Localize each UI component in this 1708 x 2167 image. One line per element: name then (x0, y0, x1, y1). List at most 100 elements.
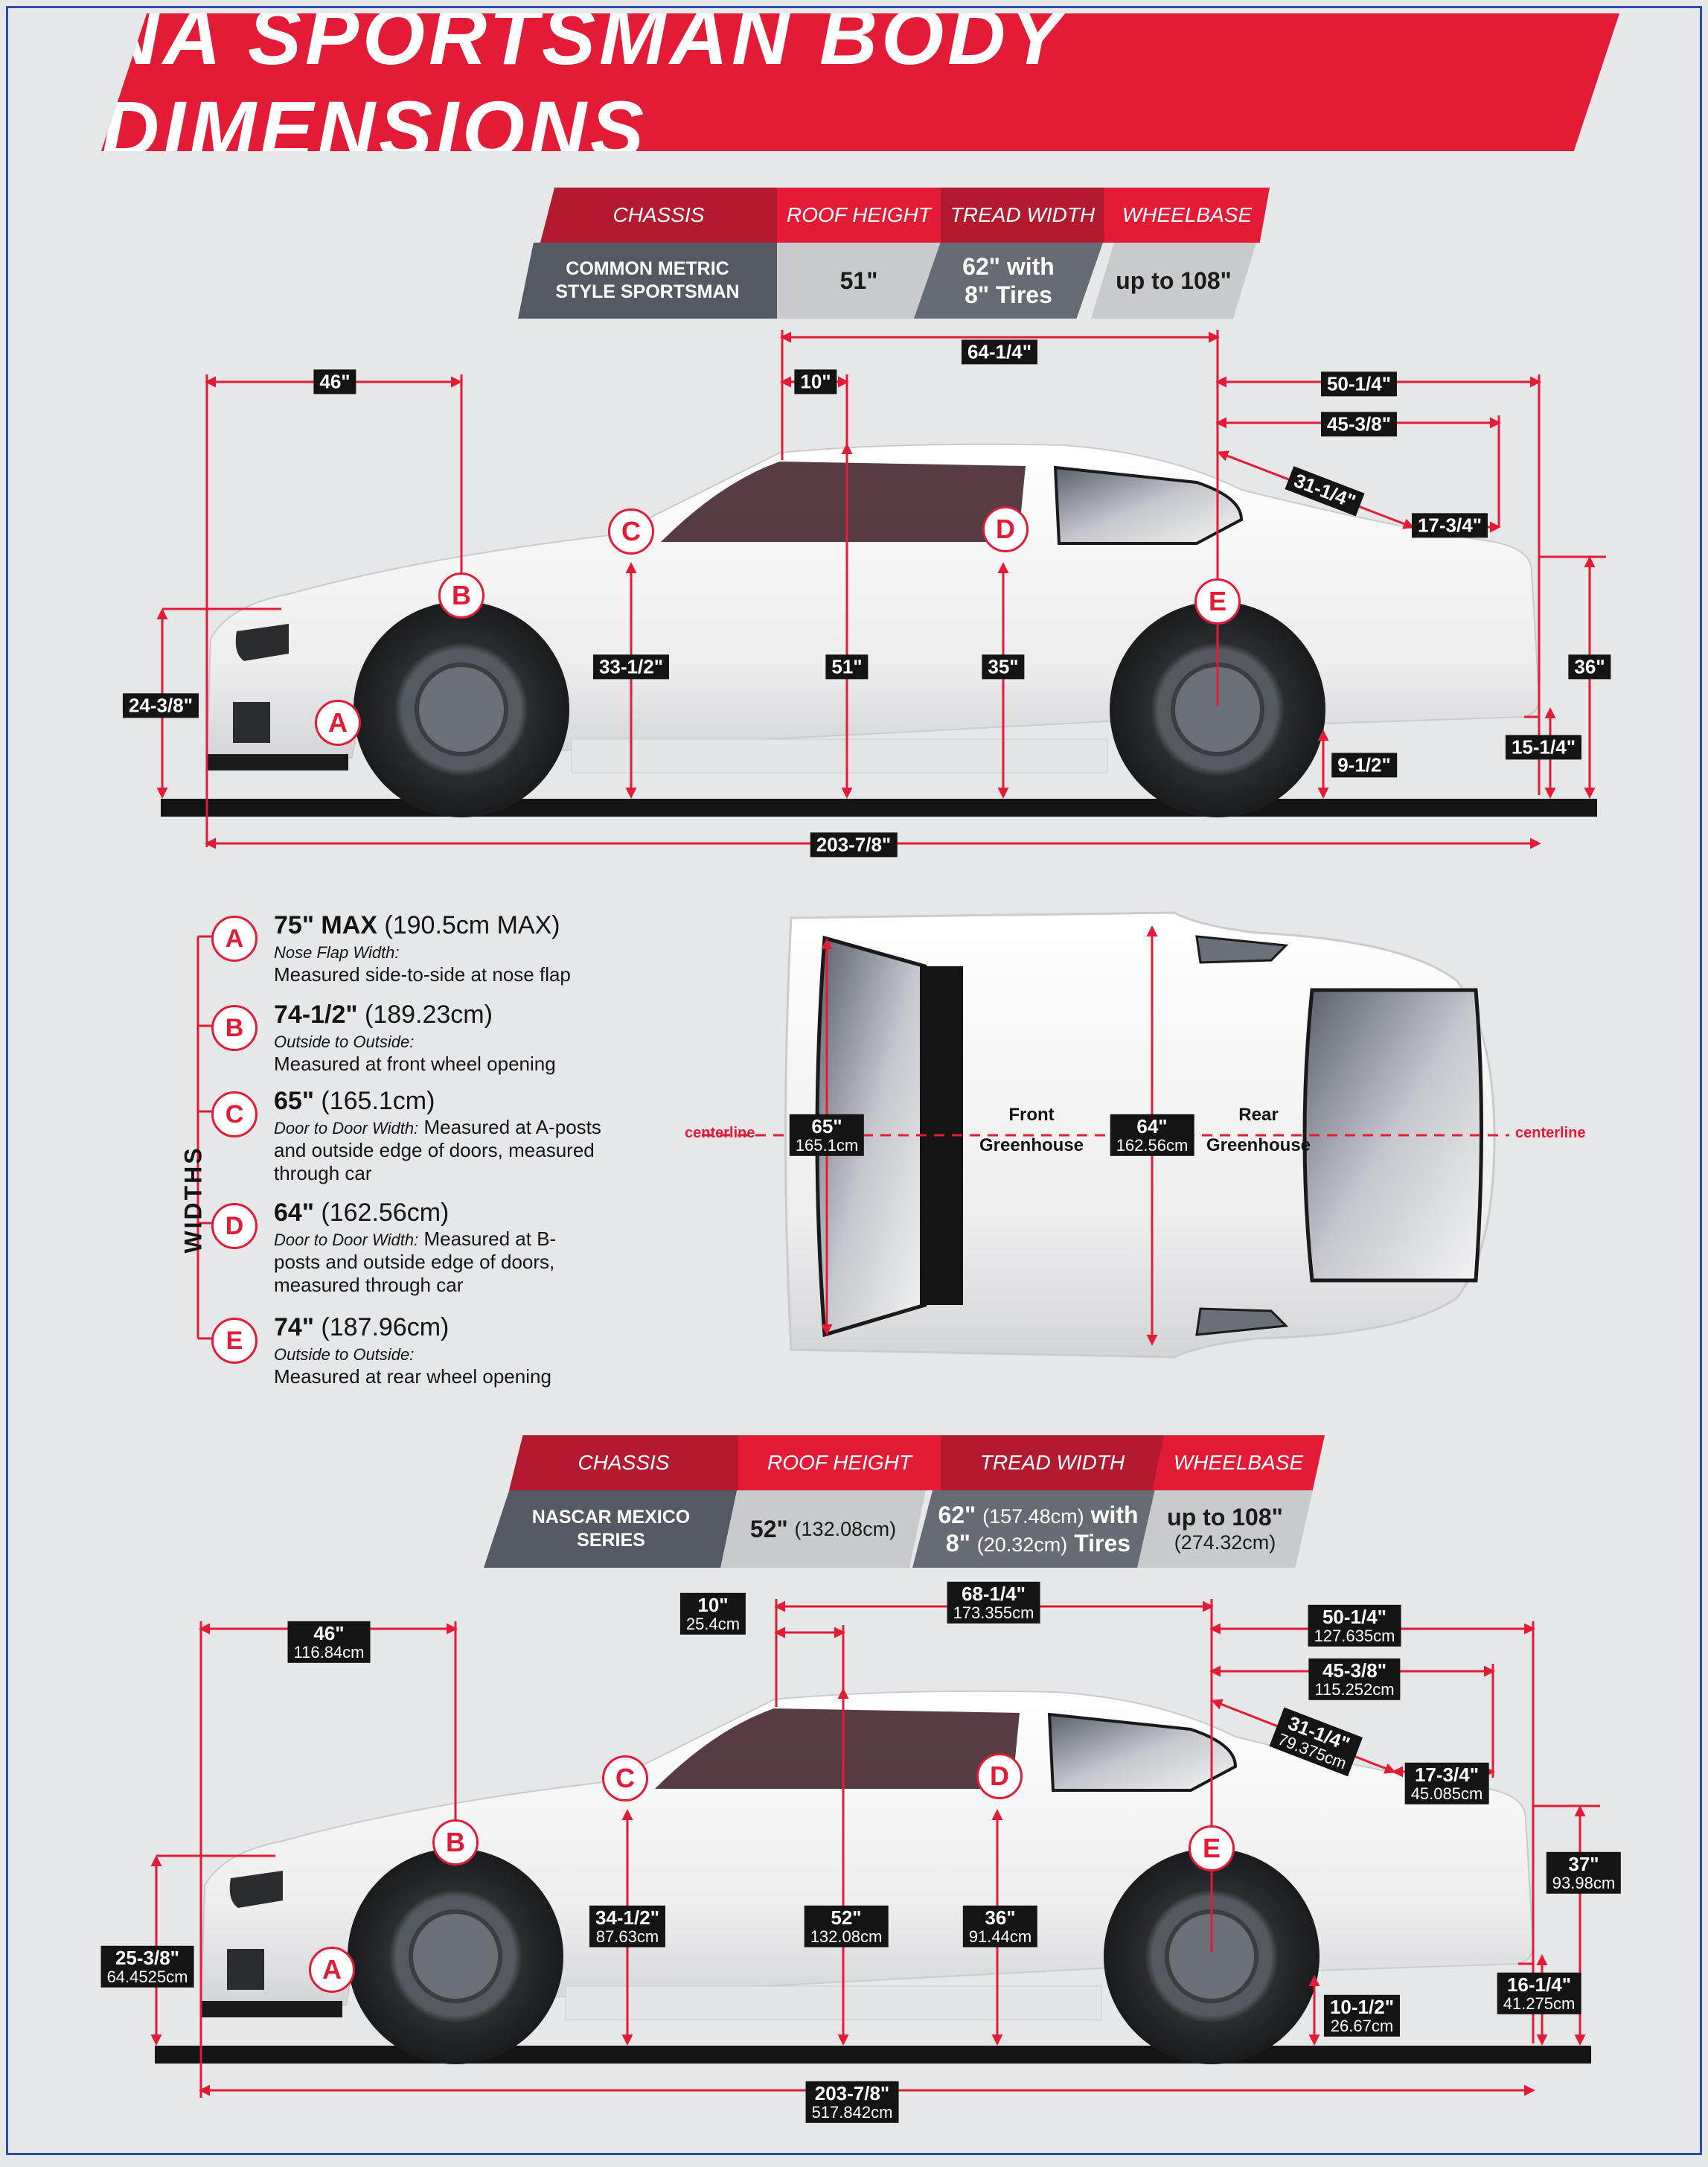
centerline-label-right: centerline (1515, 1125, 1586, 1141)
top-vent-lower (1195, 1307, 1289, 1336)
dim2-17-cm: 45.085cm (1410, 1784, 1483, 1804)
headlight-1 (235, 624, 289, 661)
widths-bracket (196, 935, 213, 1340)
nose-flap-2 (201, 2001, 342, 2017)
dim2-52-in: 52" (831, 1906, 862, 1929)
grille-1 (233, 702, 270, 743)
dim-35: 35" (982, 654, 1025, 680)
ground-line-1 (161, 799, 1597, 817)
page: NA SPORTSMAN BODY DIMENSIONS CHASSIS ROO… (6, 6, 1702, 2155)
roof-height-inch-2: 52" (749, 1515, 788, 1542)
width-main-e: 74" (274, 1313, 314, 1341)
roof-height-value: 51" (777, 243, 941, 319)
header-wheelbase: WHEELBASE (1104, 188, 1270, 243)
dim2-46-cm: 116.84cm (293, 1643, 365, 1662)
tread-a: 62" (938, 1501, 976, 1528)
dim-64-top: 64"162.56cm (1110, 1114, 1194, 1157)
dim2-45-in: 45-3/8" (1322, 1659, 1387, 1682)
dim2-37: 37"93.98cm (1546, 1851, 1622, 1895)
dim-36: 36" (1568, 654, 1611, 680)
chassis-text-2: NASCAR MEXICO SERIES (531, 1506, 691, 1551)
width-badge-b: B (211, 1005, 258, 1051)
badge-e-1: E (1194, 578, 1241, 625)
width-metric-a: (190.5cm MAX) (384, 911, 560, 939)
width-label-e: Outside to Outside: (274, 1345, 415, 1364)
side-view-2 (150, 1599, 1600, 2098)
width-main-a: 75" MAX (274, 911, 377, 939)
front-label-a: Front (1008, 1105, 1055, 1125)
headlight-2 (229, 1871, 283, 1908)
grille-2 (227, 1949, 264, 1990)
front-label-b: Greenhouse (979, 1134, 1084, 1155)
ground-line-2 (155, 2046, 1591, 2064)
dim-50-1-4: 50-1/4" (1320, 371, 1398, 397)
dim-46: 46" (313, 369, 356, 395)
dim-17-3-4: 17-3/4" (1411, 513, 1488, 538)
dim-24-3-8: 24-3/8" (122, 693, 199, 718)
rear-label-a: Rear (1238, 1105, 1279, 1125)
badge-a-1: A (315, 700, 361, 746)
header-roof-height-2: ROOF HEIGHT (738, 1435, 941, 1490)
tread-width-value: 62" with 8" Tires (914, 243, 1103, 319)
width-desc-e: Measured at rear wheel opening (274, 1365, 551, 1388)
side-window-1 (661, 462, 1026, 542)
dim2-17: 17-3/4"45.085cm (1404, 1762, 1489, 1805)
side-skirt-1 (571, 738, 1108, 773)
badge-a-2: A (309, 1947, 355, 1993)
width-badge-a: A (211, 916, 258, 962)
badge-c-1: C (608, 508, 654, 555)
width-badge-c: C (211, 1091, 258, 1137)
dim2-25-cm: 64.4525cm (106, 1967, 188, 1987)
rear-window (1302, 988, 1483, 1283)
badge-b-1: B (438, 572, 484, 619)
front-hub-2 (409, 1909, 502, 2003)
dim2-50: 50-1/4"127.635cm (1308, 1604, 1401, 1647)
dim2-46-in: 46" (313, 1621, 345, 1644)
dim2-16-cm: 41.275cm (1503, 1994, 1576, 2014)
tread-c-cm: (20.32cm) (976, 1534, 1068, 1556)
side-window-2 (655, 1708, 1020, 1789)
tread-c: 8" (945, 1530, 970, 1557)
width-text-a: 75" MAX (190.5cm MAX) Nose Flap Width:Me… (274, 911, 661, 986)
dim2-203-cm: 517.842cm (811, 2103, 893, 2122)
dim2-25: 25-3/8"64.4525cm (100, 1945, 194, 1988)
dim2-36-cm: 91.44cm (968, 1927, 1032, 1947)
dim2-68-cm: 173.355cm (953, 1603, 1034, 1623)
dim-203-7-8: 203-7/8" (810, 832, 898, 858)
dim-51: 51" (825, 654, 869, 680)
dim2-50-in: 50-1/4" (1322, 1605, 1387, 1628)
badge-e-2: E (1189, 1825, 1235, 1871)
dim2-45: 45-3/8"115.252cm (1308, 1658, 1401, 1701)
dim2-37-in: 37" (1568, 1852, 1599, 1875)
dim2-50-cm: 127.635cm (1314, 1627, 1395, 1646)
width-metric-b: (189.23cm) (364, 1000, 493, 1029)
badge-d-1: D (982, 506, 1029, 552)
width-main-c: 65" (274, 1087, 314, 1115)
wheelbase-value-2: up to 108" (274.32cm) (1137, 1490, 1313, 1568)
width-text-d: 64" (162.56cm) Door to Door Width: Measu… (274, 1199, 661, 1298)
dim2-10: 10"25.4cm (679, 1592, 746, 1635)
dim-64-in: 64" (1136, 1114, 1168, 1137)
rear-label-b: Greenhouse (1206, 1134, 1311, 1155)
width-text-b: 74-1/2" (189.23cm) Outside to Outside:Me… (274, 1000, 661, 1076)
header-tread-width: TREAD WIDTH (941, 188, 1104, 243)
width-desc-b: Measured at front wheel opening (274, 1053, 556, 1076)
width-desc-a: Measured side-to-side at nose flap (274, 963, 571, 986)
dim2-10b-cm: 26.67cm (1330, 2017, 1394, 2036)
dim2-10b-in: 10-1/2" (1329, 1995, 1395, 2018)
width-label-c: Door to Door Width: (274, 1119, 419, 1137)
diagram-svg (150, 330, 1606, 2098)
header-chassis: CHASSIS (540, 188, 777, 243)
tread-d: Tires (1074, 1530, 1131, 1557)
width-label-b: Outside to Outside: (274, 1033, 415, 1051)
header-tread-width-2: TREAD WIDTH (941, 1435, 1164, 1490)
dim2-10-in: 10" (697, 1593, 729, 1616)
tread-b: with (1090, 1501, 1139, 1528)
badge-c-2: C (602, 1755, 648, 1801)
dim-9-1-2: 9-1/2" (1331, 753, 1397, 778)
front-hub-1 (415, 663, 508, 756)
dim2-34-in: 34-1/2" (595, 1906, 660, 1929)
dim2-34: 34-1/2"87.63cm (589, 1905, 666, 1948)
width-text-c: 65" (165.1cm) Door to Door Width: Measur… (274, 1087, 661, 1186)
dim-65-top: 65"165.1cm (789, 1114, 865, 1157)
